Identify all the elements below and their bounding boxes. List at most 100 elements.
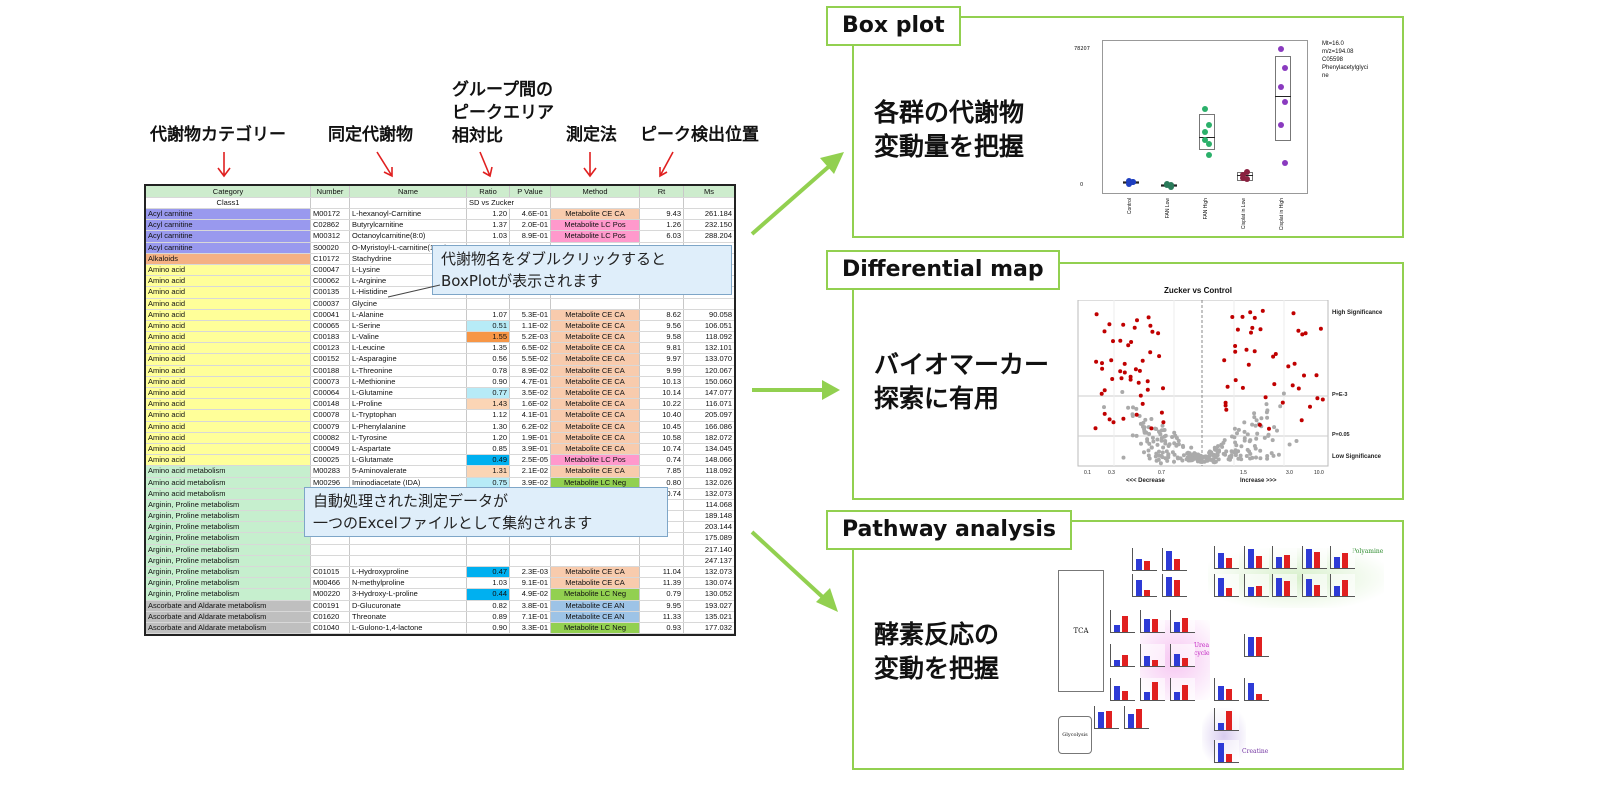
significant-point [1290, 383, 1295, 388]
col-pvalue[interactable]: P Value [510, 186, 551, 197]
number-cell [311, 544, 350, 555]
name-cell[interactable]: L-Threonine [350, 365, 467, 376]
name-cell[interactable]: Threonate [350, 611, 467, 622]
name-cell[interactable]: L-Valine [350, 332, 467, 343]
name-cell[interactable]: 3-Hydroxy-L-proline [350, 589, 467, 600]
volcano-point [1254, 436, 1259, 441]
col-rt[interactable]: Rt [640, 186, 684, 197]
significant-point [1315, 396, 1320, 401]
col-ratio[interactable]: Ratio [467, 186, 510, 197]
pvalue-cell: 5.5E-02 [510, 354, 551, 365]
ratio-cell: 1.03 [467, 231, 510, 242]
name-cell[interactable]: Butyrylcarnitine [350, 220, 467, 231]
category-cell: Ascorbate and Aldarate metabolism [146, 611, 311, 622]
name-cell[interactable]: L-Alanine [350, 309, 467, 320]
number-cell: M00296 [311, 477, 350, 488]
significant-point [1121, 322, 1126, 327]
name-cell[interactable]: L-Glutamine [350, 388, 467, 399]
significant-point [1107, 322, 1112, 327]
name-cell[interactable]: Glycine [350, 298, 467, 309]
col-number[interactable]: Number [311, 186, 350, 197]
name-cell[interactable]: L-Glutamate [350, 455, 467, 466]
name-cell[interactable]: Iminodiacetate (IDA) [350, 477, 467, 488]
name-cell[interactable]: N-methylproline [350, 578, 467, 589]
name-cell[interactable]: L-Tyrosine [350, 432, 467, 443]
name-cell[interactable]: D-Glucuronate [350, 600, 467, 611]
col-method[interactable]: Method [551, 186, 640, 197]
mini-bar [1226, 754, 1232, 762]
volcano-point [1254, 418, 1259, 423]
ratio-cell: 0.85 [467, 443, 510, 455]
volcano-point [1138, 421, 1143, 426]
excel-callout-line1: 自動処理された測定データが [313, 492, 509, 510]
name-cell[interactable]: 5-Aminovalerate [350, 466, 467, 477]
mini-bar [1284, 581, 1290, 596]
name-cell[interactable] [350, 544, 467, 555]
name-cell[interactable]: L-Methionine [350, 376, 467, 387]
name-cell[interactable]: L-hexanoyl-Carnitine [350, 209, 467, 220]
x-tick: 10.0 [1314, 470, 1324, 476]
name-cell[interactable]: L-Phenylalanine [350, 421, 467, 432]
name-cell[interactable]: L-Serine [350, 320, 467, 332]
significant-point [1320, 397, 1325, 402]
volcano-point [1134, 433, 1139, 438]
ms-cell: 114.068 [705, 499, 732, 509]
name-cell[interactable]: Octanoylcarnitine(8:0) [350, 231, 467, 242]
col-category[interactable]: Category [146, 186, 311, 197]
significant-point [1286, 364, 1291, 369]
number-cell: C00148 [311, 399, 350, 410]
urea-cycle-label: Urea cycle [1194, 642, 1210, 657]
mini-bar [1342, 553, 1348, 568]
volcano-point [1262, 435, 1267, 440]
name-cell[interactable]: L-Hydroxyproline [350, 567, 467, 578]
name-cell[interactable] [350, 533, 467, 544]
mini-bar [1174, 654, 1180, 666]
name-cell[interactable]: L-Tryptophan [350, 410, 467, 421]
volcano-point [1160, 450, 1165, 455]
ratio-cell: 1.03 [467, 578, 510, 589]
col-ms[interactable]: Ms [704, 187, 714, 196]
pvalue-cell: 2.1E-02 [510, 466, 551, 477]
name-cell[interactable]: L-Asparagine [350, 354, 467, 365]
volcano-point [1176, 442, 1181, 447]
mini-bar [1334, 586, 1340, 596]
name-cell[interactable] [350, 555, 467, 566]
name-cell[interactable]: L-Gulono-1,4-lactone [350, 622, 467, 634]
name-cell[interactable]: L-Proline [350, 399, 467, 410]
significant-point [1135, 318, 1139, 323]
col-name[interactable]: Name [350, 186, 467, 197]
data-point [1126, 180, 1132, 187]
table-subheader-row: Class1 SD vs Zucker [146, 198, 734, 209]
name-cell[interactable]: L-Aspartate [350, 443, 467, 455]
significant-point [1292, 361, 1297, 366]
name-cell[interactable]: L-Leucine [350, 343, 467, 354]
